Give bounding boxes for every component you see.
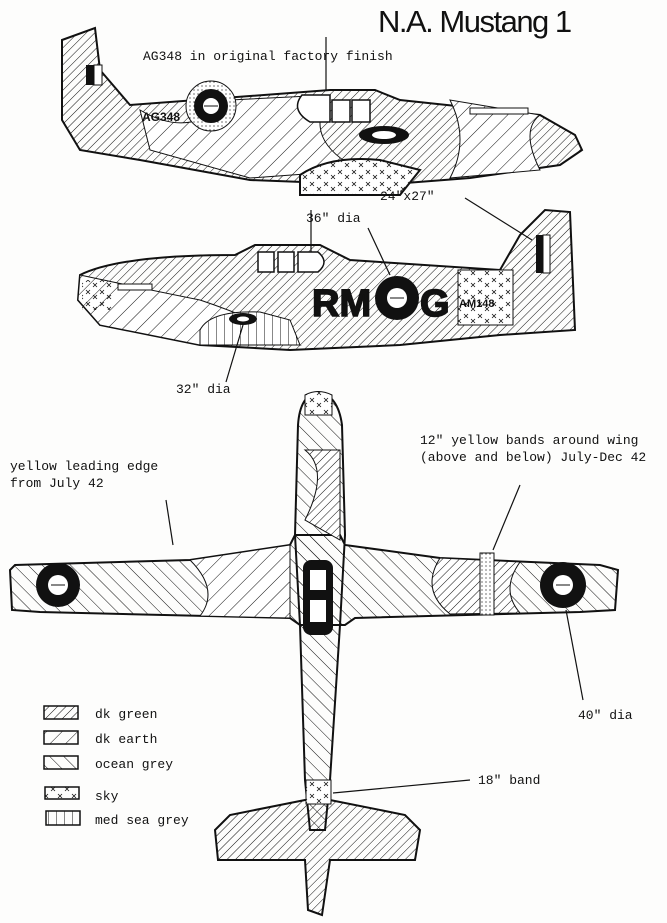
annotation-18-band: 18" band <box>478 773 540 788</box>
med-sea-grey-swatch <box>45 810 81 826</box>
legend: dk green dk earth ocean grey sky med sea… <box>43 705 189 828</box>
side-view-2-serial: AM148 <box>459 298 494 310</box>
side-view-1-canopy <box>296 94 331 123</box>
annotation-32-dia: 32" dia <box>176 382 231 397</box>
side-view-1-serial: AG348 <box>142 110 180 124</box>
side-view-2-spinner <box>82 280 112 310</box>
ocean-grey-swatch <box>43 755 79 770</box>
annotation-leading-edge-2: from July 42 <box>10 476 104 491</box>
legend-label: med sea grey <box>95 813 189 828</box>
side-view-1-fuselage-roundel <box>185 80 237 132</box>
annotation-leading-edge-1: yellow leading edge <box>10 459 158 474</box>
sky-swatch <box>44 786 80 800</box>
side-view-2-code-left: RM <box>312 283 371 325</box>
side-view-2-code-right: G <box>420 283 450 325</box>
annotation-24x27: 24"x27" <box>380 189 435 204</box>
plan-view-left-roundel <box>36 563 80 607</box>
legend-item-dk-earth: dk earth <box>43 730 157 747</box>
plan-view-right-roundel <box>540 562 586 608</box>
legend-label: dk green <box>95 707 157 722</box>
side-view-1-caption: AG348 in original factory finish <box>143 49 393 64</box>
legend-label: ocean grey <box>95 757 173 772</box>
side-view-2-fuselage-band <box>457 269 514 326</box>
legend-label: dk earth <box>95 732 157 747</box>
annotation-yellow-bands-2: (above and below) July-Dec 42 <box>420 450 646 465</box>
page-title: N.A. Mustang 1 <box>378 4 571 39</box>
plan-view-tailplane <box>213 799 422 917</box>
legend-label: sky <box>95 789 119 804</box>
plan-view: yellow leading edge from July 42 12" yel… <box>8 390 646 917</box>
side-view-2-canopy <box>257 251 275 273</box>
legend-item-sky: sky <box>44 786 119 804</box>
legend-item-dk-green: dk green <box>43 705 157 722</box>
side-view-2-fin-flash <box>536 235 543 273</box>
side-view-1-fin-flash <box>86 65 94 85</box>
dk-earth-swatch <box>43 730 79 745</box>
dk-green-swatch <box>43 705 79 720</box>
annotation-yellow-bands-1: 12" yellow bands around wing <box>420 433 638 448</box>
legend-item-ocean-grey: ocean grey <box>43 755 173 772</box>
annotation-36-dia: 36" dia <box>306 211 361 226</box>
side-view-2-fuselage-roundel <box>375 276 419 320</box>
legend-item-med-sea-grey: med sea grey <box>45 810 189 828</box>
annotation-40-dia: 40" dia <box>578 708 633 723</box>
side-view-1: AG348 AG348 in original factory finish <box>61 26 584 196</box>
side-view-2: RM G AM148 36" dia 24"x27" 32" dia <box>76 189 577 397</box>
